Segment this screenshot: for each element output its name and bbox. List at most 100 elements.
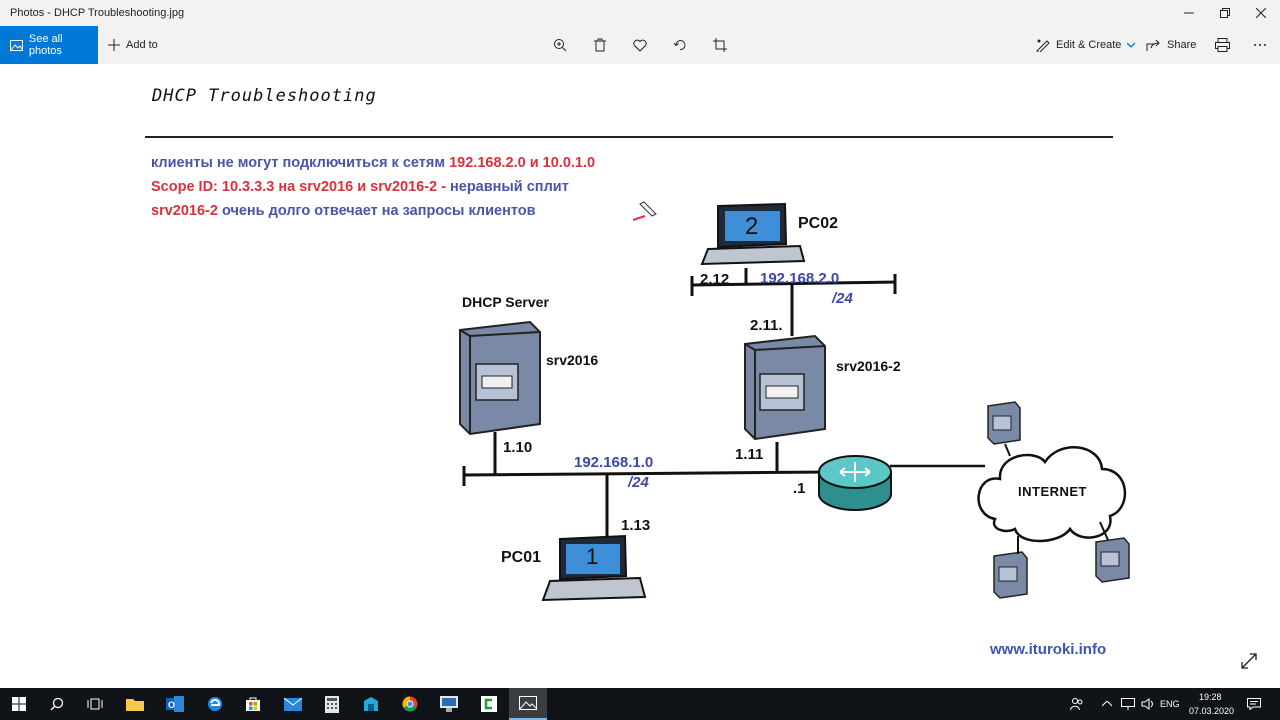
input-language[interactable]: ENG xyxy=(1160,699,1180,709)
photo-viewer[interactable]: DHCP Troubleshooting клиенты не могут по… xyxy=(0,64,1280,688)
clock-date[interactable]: 07.03.2020 xyxy=(1189,706,1235,716)
problem-line-3: srv2016-2 очень долго отвечает на запрос… xyxy=(151,203,536,219)
laptop-pc01-icon xyxy=(541,534,647,602)
add-to-button[interactable]: Add to xyxy=(108,26,158,64)
line2-split: неравный сплит xyxy=(450,179,569,195)
expand-icon xyxy=(1241,653,1257,669)
lan2-bus xyxy=(691,280,896,287)
share-button[interactable]: Share xyxy=(1146,26,1196,64)
outlook-icon: O xyxy=(166,696,184,712)
problem-line-1: клиенты не могут подключиться к сетям 19… xyxy=(151,155,595,171)
share-label: Share xyxy=(1167,39,1197,51)
crop-button[interactable] xyxy=(705,26,735,64)
minimize-icon xyxy=(1184,12,1194,14)
pc02-screen-number: 2 xyxy=(745,213,759,240)
taskbar-rdp[interactable] xyxy=(430,688,468,720)
svg-text:O: O xyxy=(168,700,175,710)
heading-rule xyxy=(145,136,1113,138)
taskbar-photos[interactable] xyxy=(509,688,547,720)
trash-icon xyxy=(594,38,606,52)
problem-line-2: Scope ID: 10.3.3.3 на srv2016 и srv2016-… xyxy=(151,179,569,195)
start-button[interactable] xyxy=(0,688,38,720)
chevron-down-icon xyxy=(1127,42,1136,48)
taskbar-mail[interactable] xyxy=(274,688,312,720)
internet-label: INTERNET xyxy=(1018,484,1087,499)
edit-create-label: Edit & Create xyxy=(1056,39,1122,51)
remote-desktop-icon xyxy=(440,696,458,712)
taskbar-file-explorer[interactable] xyxy=(116,688,154,720)
search-button[interactable] xyxy=(38,688,76,720)
zoom-in-icon xyxy=(554,39,567,52)
calculator-icon xyxy=(325,695,339,713)
srv2016-label: srv2016 xyxy=(546,352,599,368)
remote-host-icon xyxy=(1095,521,1130,583)
photos-icon xyxy=(519,696,537,710)
pen-cursor-icon xyxy=(632,201,657,221)
more-options-button[interactable] xyxy=(1245,26,1275,64)
mail-icon xyxy=(284,697,302,711)
network-status-button[interactable] xyxy=(1118,688,1138,720)
maximize-button[interactable] xyxy=(1202,0,1248,26)
taskbar-outlook[interactable]: O xyxy=(156,688,194,720)
plus-icon xyxy=(108,39,120,51)
search-icon xyxy=(50,697,64,711)
chevron-up-icon xyxy=(1102,701,1112,707)
ip-2-11: 2.11. xyxy=(750,317,783,334)
notifications-button[interactable] xyxy=(1242,688,1266,720)
ip-1-10: 1.10 xyxy=(503,439,533,456)
see-all-photos-button[interactable]: See all photos xyxy=(0,26,98,64)
internet-cloud-icon xyxy=(977,446,1127,543)
minimize-button[interactable] xyxy=(1166,0,1212,26)
share-icon xyxy=(1146,39,1160,51)
line3-text: очень долго отвечает на запросы клиентов xyxy=(217,203,536,219)
delete-button[interactable] xyxy=(585,26,615,64)
remote-host-icon xyxy=(987,401,1021,457)
edit-create-icon xyxy=(1036,39,1050,52)
task-view-button[interactable] xyxy=(76,688,114,720)
ip-1-13: 1.13 xyxy=(621,517,651,534)
volume-button[interactable] xyxy=(1138,688,1158,720)
people-icon xyxy=(1070,698,1083,711)
taskbar-calculator[interactable] xyxy=(313,688,351,720)
net2-mask: /24 xyxy=(832,290,853,307)
notification-icon xyxy=(1247,698,1261,710)
people-button[interactable] xyxy=(1062,688,1092,720)
line1-networks: 192.168.2.0 и 10.0.1.0 xyxy=(449,155,596,171)
line2-scope: Scope ID: 10.3.3.3 на srv2016 и srv2016-… xyxy=(151,179,450,195)
speaker-icon xyxy=(1141,698,1153,710)
clock-time[interactable]: 19:28 xyxy=(1199,692,1222,702)
slide-heading: DHCP Troubleshooting xyxy=(152,86,377,106)
printer-icon xyxy=(1214,38,1230,52)
server-srv2016-2-icon xyxy=(744,334,826,441)
taskbar-camtasia[interactable] xyxy=(470,688,508,720)
chrome-icon xyxy=(402,696,418,712)
taskbar-store[interactable] xyxy=(234,688,272,720)
taskbar-edge[interactable] xyxy=(196,688,234,720)
favorite-button[interactable] xyxy=(625,26,655,64)
close-icon xyxy=(1256,8,1266,18)
fullscreen-button[interactable] xyxy=(1240,652,1260,672)
taskbar-azure-app[interactable] xyxy=(352,688,390,720)
pc01-label: PC01 xyxy=(501,549,542,566)
see-all-photos-label: See all photos xyxy=(28,33,63,57)
net1-address: 192.168.1.0 xyxy=(574,454,654,471)
task-view-icon xyxy=(87,698,103,710)
show-hidden-icons-button[interactable] xyxy=(1096,688,1118,720)
print-button[interactable] xyxy=(1207,26,1237,64)
restore-icon xyxy=(1220,8,1230,18)
net2-address: 192.168.2.0 xyxy=(760,270,840,287)
rotate-button[interactable] xyxy=(665,26,695,64)
window-title: Photos - DHCP Troubleshooting.jpg xyxy=(10,7,185,19)
close-button[interactable] xyxy=(1238,0,1280,26)
edit-create-button[interactable]: Edit & Create xyxy=(1036,26,1136,64)
add-to-label: Add to xyxy=(126,39,158,51)
zoom-button[interactable] xyxy=(545,26,575,64)
ip-1-11: 1.11 xyxy=(735,446,764,463)
taskbar-chrome[interactable] xyxy=(391,688,429,720)
laptop-pc02-icon xyxy=(700,202,806,266)
router-ip: .1 xyxy=(793,480,806,497)
router-icon xyxy=(818,455,892,511)
taskbar: O ENG 19:28 07.03.2020 xyxy=(0,688,1280,720)
network-icon xyxy=(1121,698,1135,710)
folder-icon xyxy=(126,699,144,711)
